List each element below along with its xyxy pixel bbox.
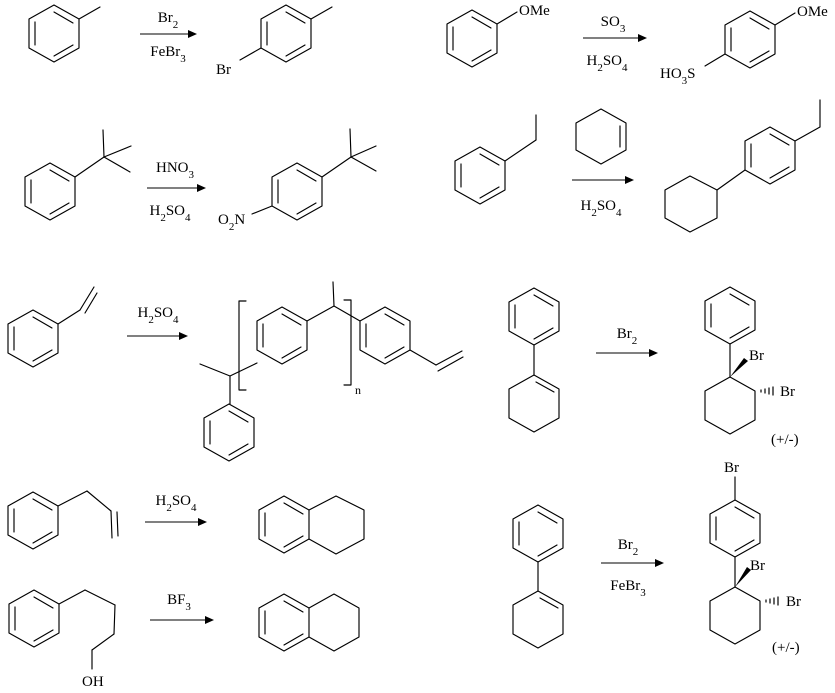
hydroxyl-label: OH [82,674,104,690]
bromine-label: Br [749,348,764,364]
product-substituent-label: HO3S [660,66,696,87]
bromophenyl-dibromide-product-structure [709,476,779,645]
reagent-below: FeBr3 [610,578,646,599]
reaction-arrow [596,349,658,357]
anisole-structure [446,9,518,68]
reaction-arrow [127,332,188,340]
reaction-9: Br2 FeBr3 Br Br Br (+/-) [512,460,801,656]
reagent-above: H2SO4 [137,305,179,326]
reaction-5: H2SO4 n [7,281,464,462]
nitro-product-structure [251,128,377,221]
reaction-arrow [150,616,214,624]
reaction-3: HNO3 H2SO4 O2N [24,128,377,233]
toluene-structure [28,4,101,63]
product-substituent-label: O2N [218,212,245,233]
reactant-substituent-label: OMe [519,3,550,19]
reagent-above: H2SO4 [155,493,197,514]
phenylcyclohexene-structure [512,504,564,649]
allylbenzene-structure [7,490,119,550]
repeat-unit-subscript: n [355,383,361,397]
phenylcyclohexene-structure [508,287,560,433]
racemic-label: (+/-) [772,640,800,656]
reaction-6: Br2 Br Br (+/-) [508,286,799,448]
reaction-arrow [601,559,664,567]
reaction-2: OMe SO3 H2SO4 OMe HO3S [446,3,828,87]
bromine-label: Br [786,594,801,610]
p-bromotoluene-structure [239,4,333,63]
bromine-label: Br [724,460,739,476]
reagent-below: H2SO4 [149,203,191,224]
reaction-arrow [140,30,197,38]
product-substituent-label: OMe [797,4,828,20]
reaction-arrow [583,34,647,42]
reaction-1: Br2 FeBr3 Br [28,4,333,78]
reaction-4: H2SO4 [454,99,821,233]
ethylbenzene-structure [454,114,537,205]
reagent-below: H2SO4 [580,198,622,219]
sulfonic-acid-product-structure [704,10,796,69]
reaction-arrow [147,184,206,192]
phenylbutanol-structure [8,589,116,670]
tert-butylbenzene-structure [24,129,132,221]
reaction-arrow [572,176,634,184]
cyclohexyl-ethylbenzene-structure [664,99,821,233]
indane-structure [258,495,365,555]
reagent-above: SO3 [601,14,626,35]
reagent-below: FeBr3 [150,44,186,65]
styrene-structure [7,286,98,368]
reagent-above: Br2 [158,10,179,31]
reaction-8: OH BF3 [8,589,360,690]
bromine-label: Br [780,384,795,400]
reagent-above: Br2 [618,537,639,558]
reagent-above: HNO3 [156,160,195,181]
dibromide-product-structure [704,286,774,435]
tetralin-structure [258,593,360,652]
polymer-product-structure [199,281,464,462]
reagent-above: Br2 [617,326,638,347]
reagent-above: BF3 [167,592,191,613]
reagent-below: H2SO4 [586,53,628,74]
cyclohexene-structure [575,108,627,165]
racemic-label: (+/-) [771,432,799,448]
reaction-arrow [145,518,207,526]
bromine-label: Br [750,558,765,574]
reaction-7: H2SO4 [7,490,365,555]
product-substituent-label: Br [216,62,231,78]
